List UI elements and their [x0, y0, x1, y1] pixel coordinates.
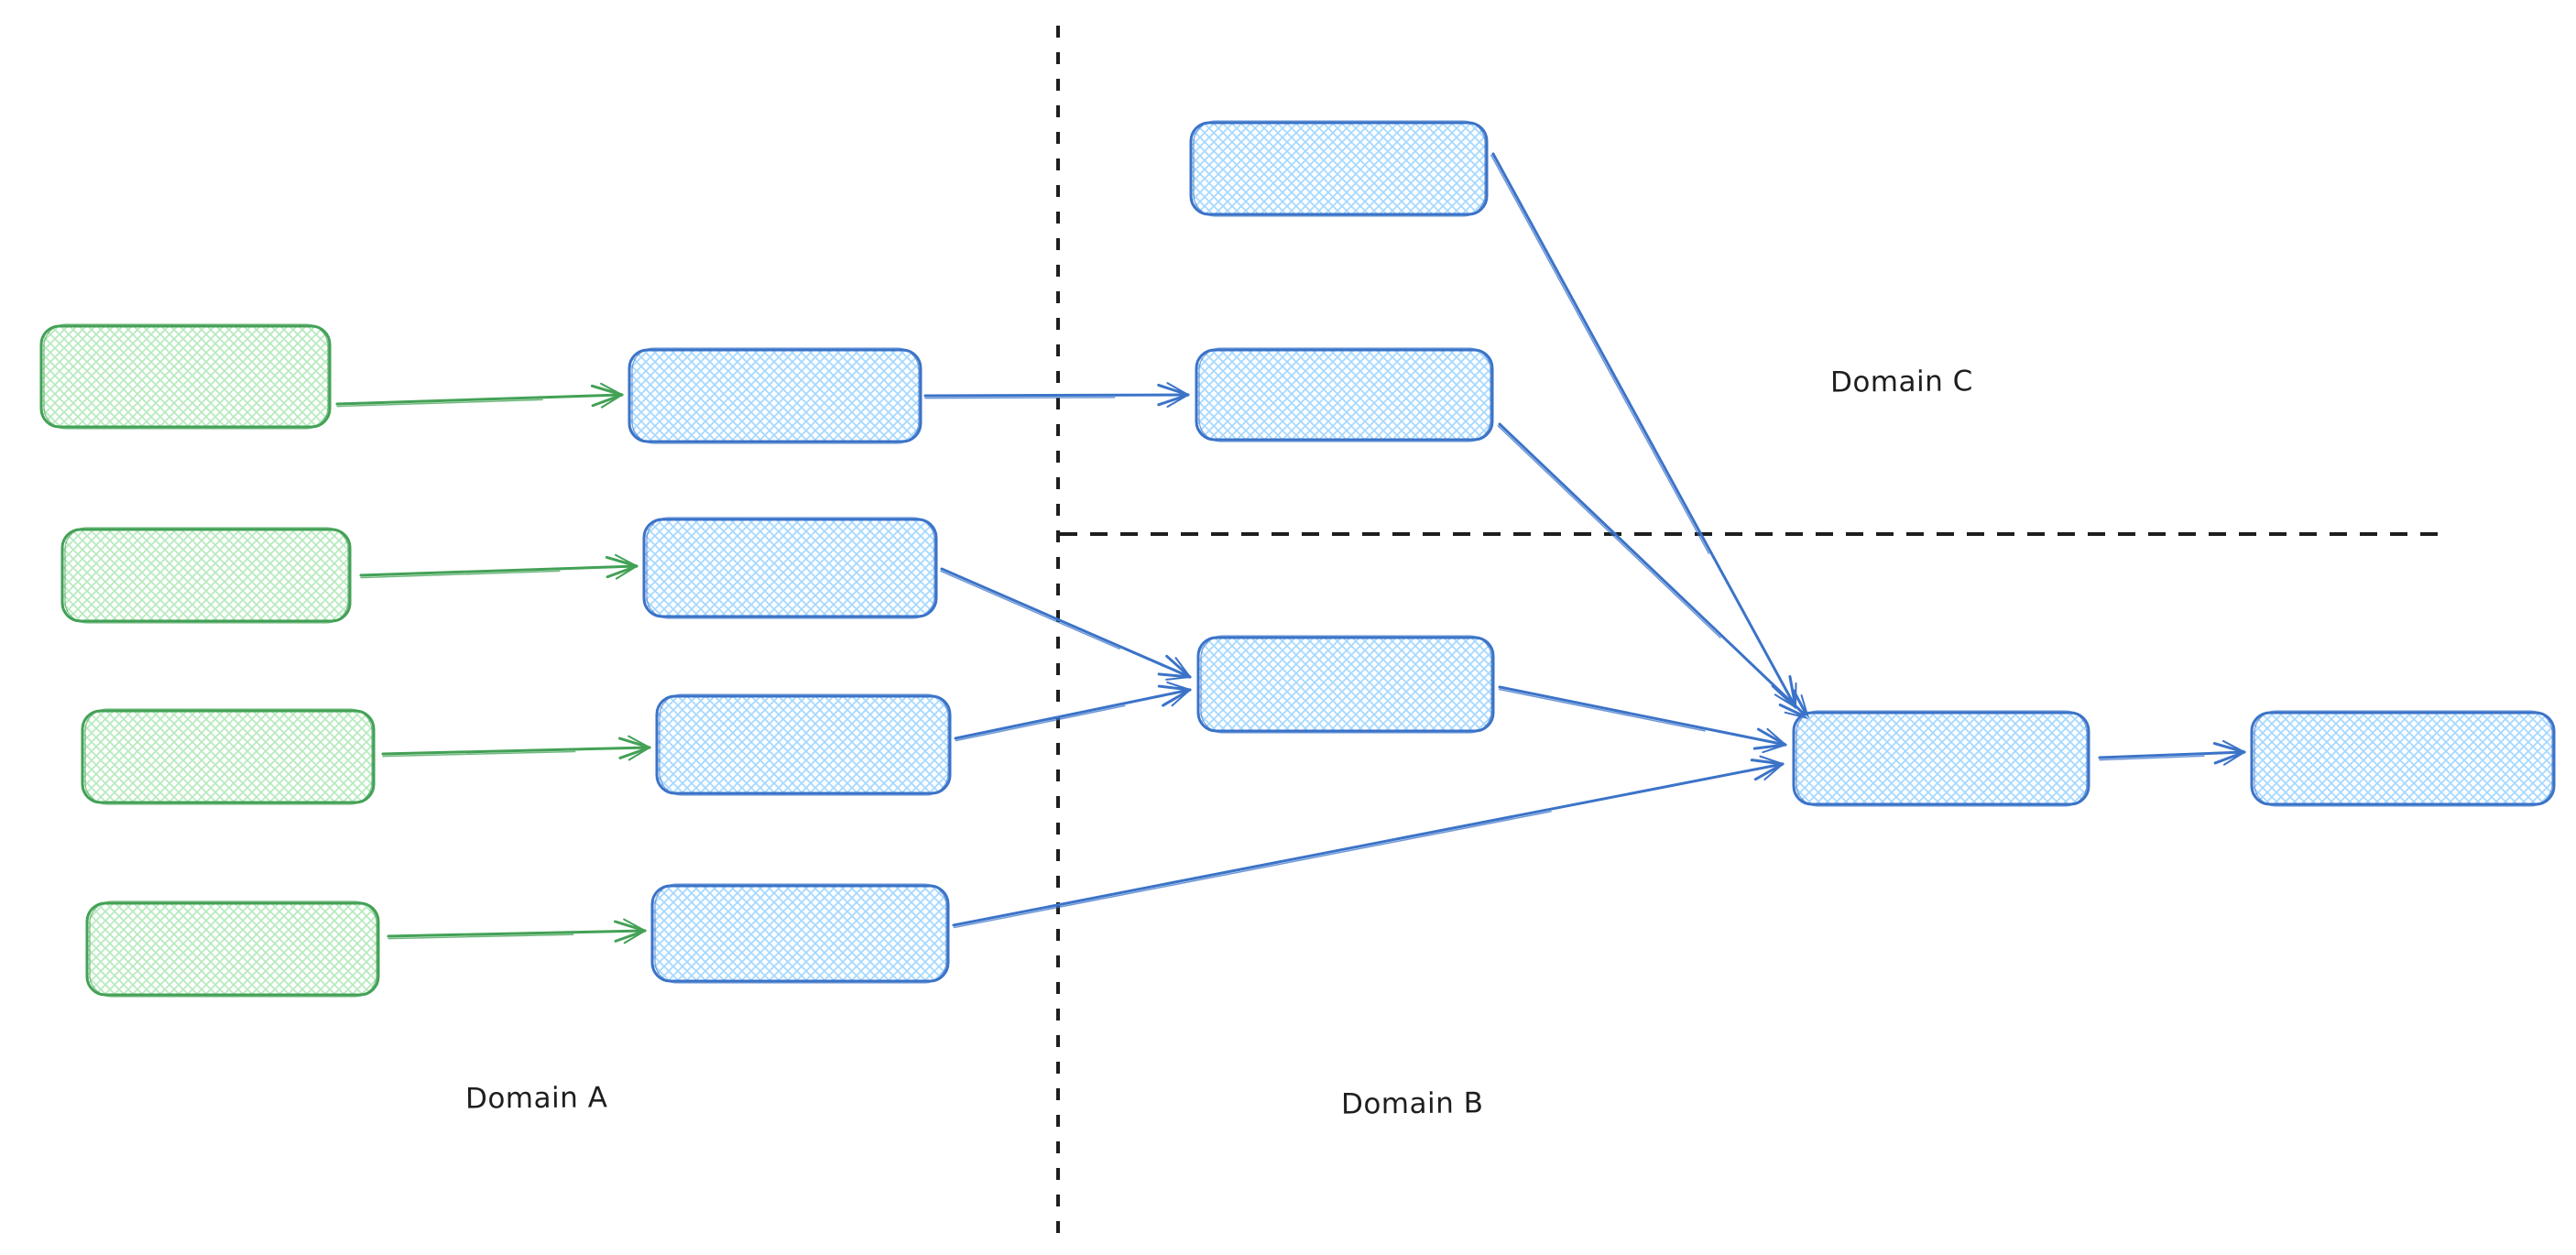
node-green-source-2[interactable] [60, 527, 352, 624]
node-mid-1[interactable] [628, 347, 922, 444]
node-green-source-3[interactable] [81, 708, 376, 805]
node-green-source-4[interactable] [85, 900, 380, 998]
domain-c-label[interactable]: Domain C [1829, 365, 1973, 399]
node-c-top-source[interactable] [1189, 120, 1489, 217]
node-b-final[interactable] [2250, 710, 2556, 807]
edge-b-merge-to-b-final[interactable] [2098, 739, 2246, 766]
edge-mid-3-to-b-hub[interactable] [954, 681, 1192, 742]
node-c-relay[interactable] [1195, 347, 1494, 442]
node-mid-4[interactable] [650, 883, 950, 984]
edge-mid-2-to-b-hub[interactable] [940, 567, 1192, 681]
node-green-source-1[interactable] [39, 323, 332, 430]
edge-green-4-to-mid-4[interactable] [387, 918, 647, 944]
edge-green-2-to-mid-2[interactable] [359, 553, 639, 580]
node-b-hub[interactable] [1196, 635, 1495, 734]
edge-b-hub-to-b-merge[interactable] [1498, 685, 1787, 754]
edge-mid-1-to-c-relay[interactable] [923, 382, 1190, 408]
node-mid-2[interactable] [642, 517, 938, 619]
node-mid-3[interactable] [655, 693, 952, 796]
edge-mid-4-to-b-merge[interactable] [952, 755, 1785, 929]
edge-green-1-to-mid-1[interactable] [335, 382, 624, 409]
edge-c-top-to-b-merge[interactable] [1490, 152, 1797, 709]
edge-c-relay-to-b-merge[interactable] [1497, 422, 1810, 720]
edge-green-3-to-mid-3[interactable] [381, 735, 651, 761]
domain-a-label[interactable]: Domain A [464, 1081, 608, 1116]
domain-b-label[interactable]: Domain B [1340, 1086, 1484, 1121]
node-b-merge[interactable] [1792, 710, 2090, 807]
